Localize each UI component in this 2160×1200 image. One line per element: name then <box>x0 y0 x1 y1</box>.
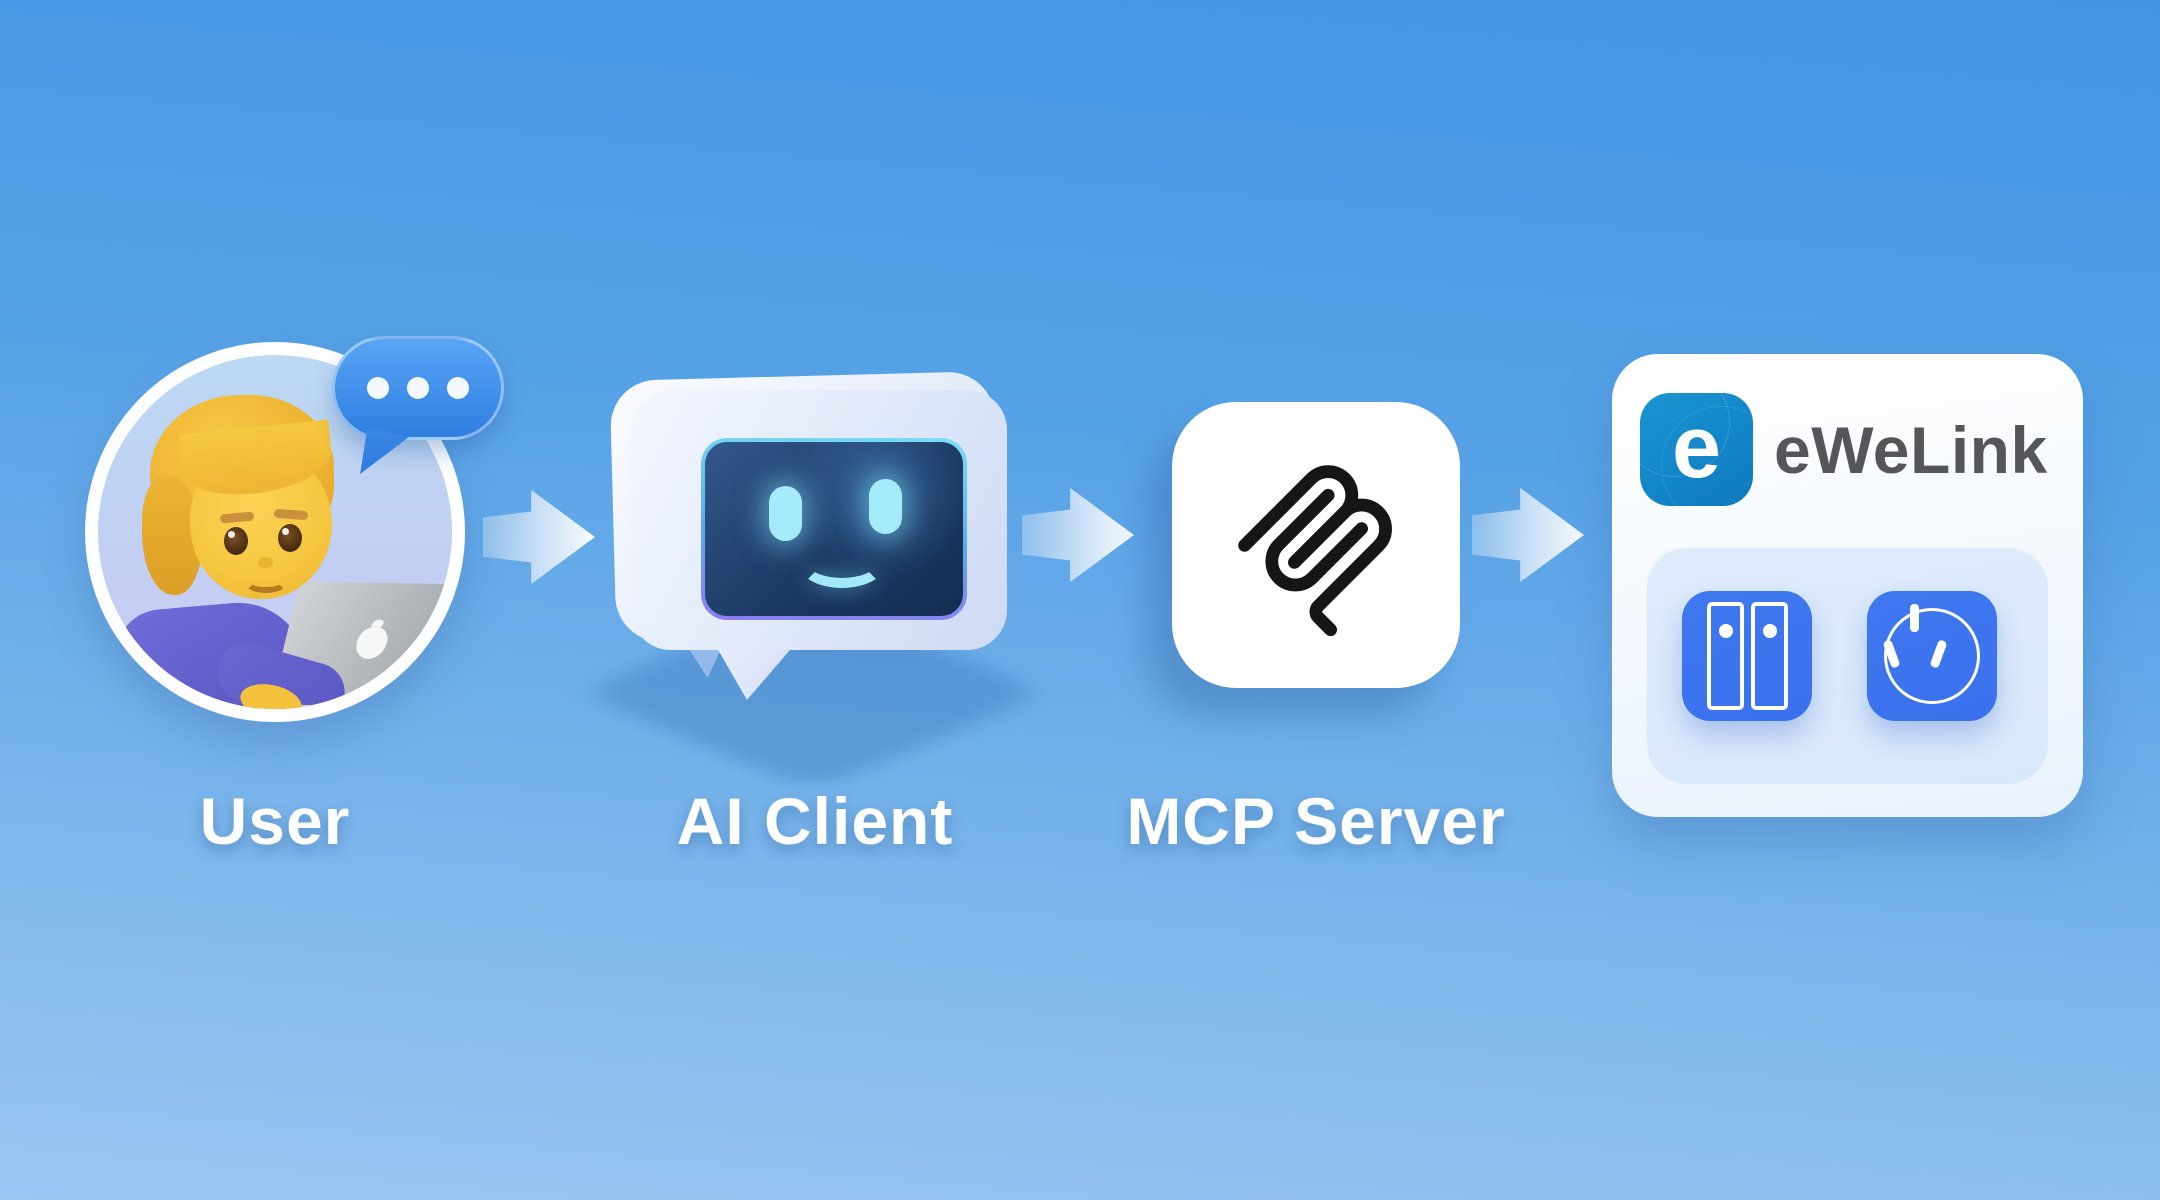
typing-dot <box>367 377 389 399</box>
robot-face-icon <box>631 390 1007 650</box>
mcp-server-label: MCP Server <box>1126 784 1506 858</box>
switch-rocker <box>1707 602 1744 710</box>
robot-eye-right <box>869 479 902 534</box>
socket-ring <box>1884 608 1980 704</box>
ai-client-label: AI Client <box>676 784 954 858</box>
robot-smile <box>799 540 885 588</box>
person-eye-right <box>278 524 302 552</box>
ewelink-brand-text: eWeLink <box>1774 412 2048 487</box>
person-at-laptop-illustration <box>98 355 452 709</box>
person-nose <box>258 557 273 568</box>
flow-arrow-icon <box>1022 487 1134 583</box>
user-label: User <box>199 784 351 858</box>
flow-arrow-icon <box>1472 487 1584 583</box>
apple-logo-icon <box>352 626 391 660</box>
ewelink-app-icon: e <box>1640 393 1753 506</box>
mcp-logo-icon <box>1238 465 1392 637</box>
ewelink-card: e eWeLink <box>1612 354 2083 817</box>
two-gang-switch-icon <box>1682 591 1812 721</box>
person-mouth <box>244 571 288 593</box>
flow-arrow-icon <box>483 489 595 585</box>
person-eye-left <box>224 527 248 555</box>
ewelink-icon-letter: e <box>1672 396 1721 496</box>
switch-rocker <box>1751 602 1788 710</box>
laptop-keyboard-base <box>240 705 452 709</box>
laptop-keys <box>253 708 449 709</box>
robot-screen <box>701 438 967 620</box>
ewelink-mesh-decoration <box>1661 406 1753 506</box>
mcp-server-tile <box>1172 402 1460 688</box>
robot-eye-left <box>769 486 802 541</box>
socket-pin <box>1910 604 1919 632</box>
typing-dot <box>447 377 469 399</box>
power-socket-icon <box>1867 591 1997 721</box>
chat-dots-icon <box>332 336 504 440</box>
switch-indicator-dot <box>1718 624 1733 638</box>
typing-dot <box>407 377 429 399</box>
switch-indicator-dot <box>1762 624 1777 638</box>
